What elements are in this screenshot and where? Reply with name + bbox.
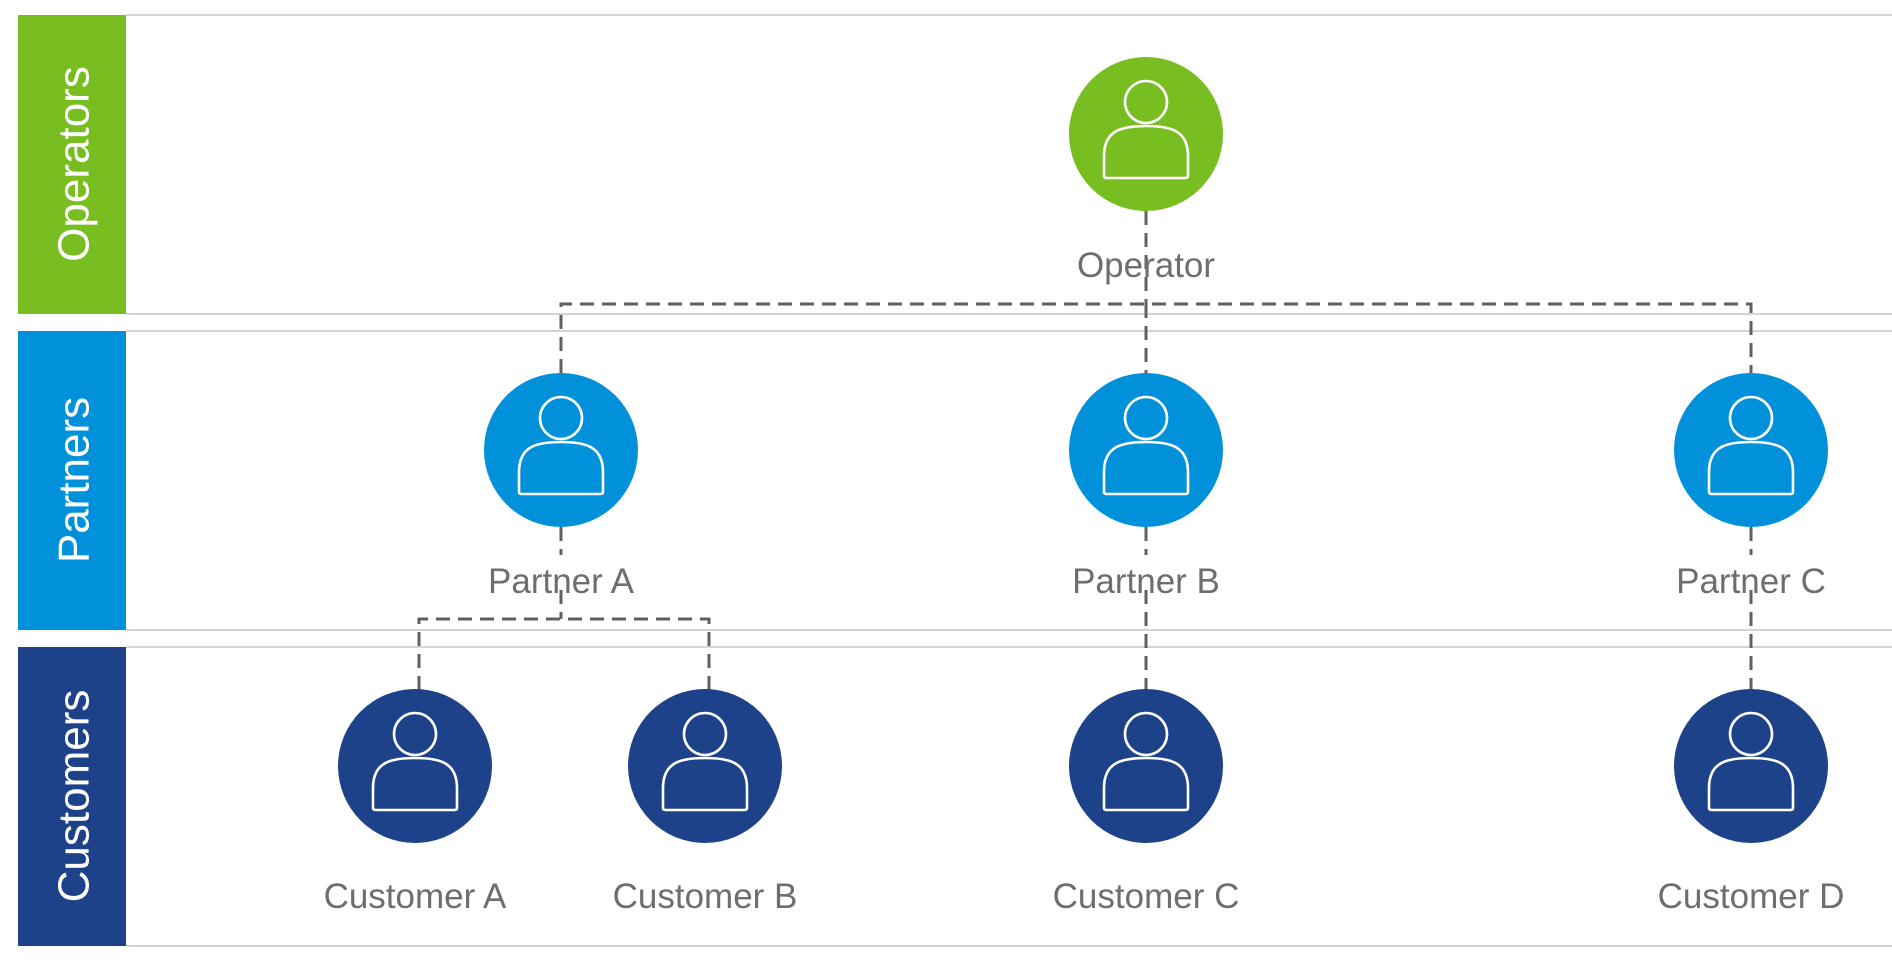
node-customer-d bbox=[1674, 689, 1828, 843]
customer-c-avatar bbox=[1069, 689, 1223, 843]
band-partners-label: Partners bbox=[50, 397, 99, 563]
partner-c-label: Partner C bbox=[1676, 562, 1826, 601]
band-partners: Partners bbox=[18, 331, 126, 630]
band-partners-bar bbox=[18, 331, 126, 630]
customer-b-label: Customer B bbox=[613, 877, 798, 916]
user-icon bbox=[1102, 395, 1190, 496]
customer-a-avatar bbox=[338, 689, 492, 843]
user-icon bbox=[1707, 711, 1795, 812]
node-customer-a bbox=[338, 689, 492, 843]
customer-d-avatar bbox=[1674, 689, 1828, 843]
partner-a-label: Partner A bbox=[488, 562, 635, 601]
node-partner-a bbox=[484, 373, 638, 527]
connector-operator-to-partners bbox=[559, 211, 1753, 373]
operator-avatar bbox=[1069, 57, 1223, 211]
partner-c-avatar bbox=[1674, 373, 1828, 527]
operator-label: Operator bbox=[1077, 246, 1215, 285]
node-partner-c bbox=[1674, 373, 1828, 527]
partner-a-avatar bbox=[484, 373, 638, 527]
connector-partner-a-to-customers bbox=[417, 527, 711, 690]
node-customer-c bbox=[1069, 689, 1223, 843]
band-operators-bar bbox=[18, 15, 126, 314]
user-icon bbox=[517, 395, 605, 496]
partner-b-label: Partner B bbox=[1072, 562, 1220, 601]
customer-a-label: Customer A bbox=[324, 877, 507, 916]
user-icon bbox=[1102, 79, 1190, 180]
band-customers: Customers bbox=[18, 647, 126, 946]
connectors bbox=[417, 211, 1753, 690]
band-customers-bar bbox=[18, 647, 126, 946]
user-icon bbox=[1707, 395, 1795, 496]
user-icon bbox=[1102, 711, 1190, 812]
node-partner-b bbox=[1069, 373, 1223, 527]
customer-c-label: Customer C bbox=[1053, 877, 1240, 916]
node-operator bbox=[1069, 57, 1223, 211]
node-customer-b bbox=[628, 689, 782, 843]
user-icon bbox=[661, 711, 749, 812]
user-icon bbox=[371, 711, 459, 812]
band-customers-label: Customers bbox=[50, 690, 99, 903]
customer-b-avatar bbox=[628, 689, 782, 843]
band-operators: Operators bbox=[18, 15, 126, 314]
band-operators-label: Operators bbox=[50, 66, 99, 262]
partner-b-avatar bbox=[1069, 373, 1223, 527]
customer-d-label: Customer D bbox=[1658, 877, 1845, 916]
